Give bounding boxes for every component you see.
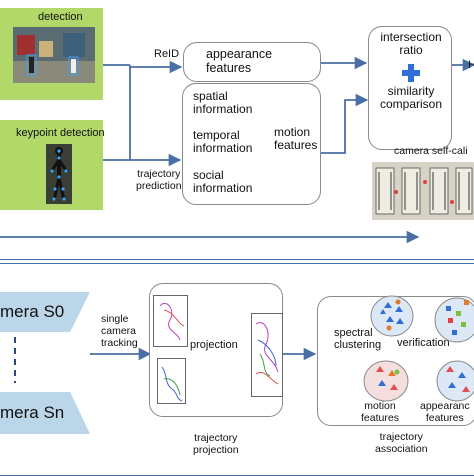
intersection-similarity-box: intersection ratio similarity comparison [368, 26, 452, 150]
spatial-information-label: spatial information [193, 89, 253, 117]
trajectory-prediction-label: trajectory prediction [136, 168, 182, 192]
cluster-top-right [434, 297, 474, 343]
keypoint-detection-label: keypoint detection [16, 127, 105, 139]
reid-label: ReID [154, 48, 180, 60]
projected-trajectories-thumb [251, 313, 283, 397]
trajectory-projection-label: trajectory projection [193, 432, 239, 456]
top-section-frame [0, 0, 474, 260]
camera-sn-label: mera Sn [0, 403, 65, 422]
cluster-bottom-right [436, 360, 474, 402]
single-camera-thumb-bottom [157, 358, 186, 404]
cluster-bottom-left [363, 360, 409, 402]
intersection-ratio-label: intersection ratio [380, 30, 442, 58]
social-information-label: social information [193, 168, 253, 196]
trajectory-info-box: spatial information temporal information… [182, 83, 321, 205]
cluster-top-left [370, 295, 414, 337]
person-icon [46, 144, 72, 204]
detection-image [13, 27, 95, 83]
plus-icon [402, 64, 420, 82]
motion-features-bottom-label: motion features [361, 400, 399, 424]
temporal-information-label: temporal information [193, 128, 253, 156]
projection-label: projection [190, 339, 238, 351]
single-camera-thumb-top [153, 295, 188, 347]
similarity-comparison-label: similarity comparison [379, 84, 443, 112]
trajectory-association-label: trajectory association [375, 431, 428, 455]
appearance-features-label: appearance features [206, 47, 273, 75]
trajectory-sketch-projected [255, 322, 279, 385]
right-cut-letter: H [468, 59, 474, 71]
spectral-clustering-label: spectral clustering [334, 327, 382, 352]
calibration-image [372, 162, 474, 220]
single-camera-tracking-label: single camera tracking [101, 313, 138, 349]
detection-label: detection [38, 11, 83, 23]
motion-features-label: motion features [274, 125, 318, 153]
appearance-features-box: appearance features [183, 42, 321, 82]
trajectory-sketch-bottom [161, 366, 183, 402]
verification-label: verification [397, 337, 450, 349]
camera-s0-label: mera S0 [0, 302, 65, 321]
camera-self-calibration-label: camera self-cali [394, 145, 468, 157]
arrow-motion-to-similarity [321, 93, 369, 154]
camera-s0-band: mera S0 [0, 292, 90, 332]
appearance-features-bottom-label: appearanc features [420, 400, 470, 424]
trajectory-sketch-top [159, 302, 185, 341]
keypoint-panel: keypoint detection [0, 120, 105, 210]
detection-panel: detection [0, 8, 103, 100]
